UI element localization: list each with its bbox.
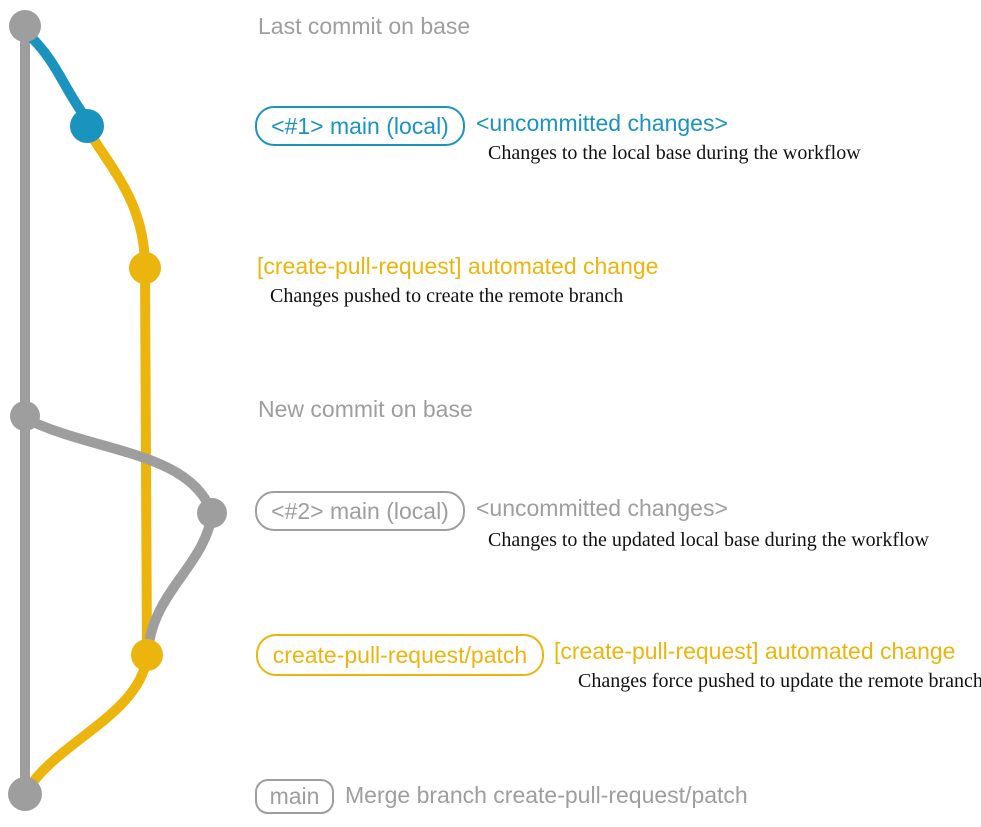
commit-message-uncommitted-changes-1: <uncommitted changes> — [476, 110, 728, 136]
commit-message-merge-branch: Merge branch create-pull-request/patch — [345, 782, 748, 808]
commit-node-last-commit-on-base — [9, 10, 41, 42]
commit-caption-force-pushed-update: Changes force pushed to update the remot… — [578, 670, 981, 692]
branch-curve-updated-local-main — [20, 413, 217, 518]
commit-caption-local-base-changes: Changes to the local base during the wor… — [488, 142, 861, 164]
commit-message-uncommitted-changes-2: <uncommitted changes> — [476, 495, 728, 521]
commit-node-automated-change-2 — [131, 639, 163, 671]
branch-tag-label: <#1> main (local) — [271, 112, 449, 139]
branch-tag-main-local-1: <#1> main (local) — [255, 106, 465, 146]
branch-tag-create-pull-request-patch: create-pull-request/patch — [256, 634, 544, 676]
branch-tag-main-local-2: <#2> main (local) — [255, 491, 465, 531]
branch-tag-label: main — [269, 783, 320, 809]
commit-message-last-commit-on-base: Last commit on base — [258, 13, 471, 39]
commit-caption-pushed-to-create-branch: Changes pushed to create the remote bran… — [270, 285, 624, 307]
commit-caption-updated-local-base-changes: Changes to the updated local base during… — [488, 529, 929, 551]
branch-curve-merge-to-base — [22, 653, 152, 795]
branch-curve-create-pull-request-start — [84, 127, 150, 273]
branch-curve-rebase-into-patch — [143, 508, 217, 657]
commit-node-main-local-1 — [70, 109, 104, 143]
commit-message-automated-change-2: [create-pull-request] automated change — [554, 638, 956, 664]
branch-tag-label: <#2> main (local) — [271, 497, 449, 524]
commit-message-new-commit-on-base: New commit on base — [258, 396, 473, 422]
commit-node-automated-change-1 — [129, 252, 161, 284]
commit-node-merge — [8, 777, 42, 811]
branch-tag-main: main — [255, 779, 334, 814]
commit-node-main-local-2 — [197, 498, 227, 528]
commit-message-automated-change-1: [create-pull-request] automated change — [257, 253, 659, 279]
commit-node-new-commit-on-base — [10, 401, 40, 431]
branch-tag-label: create-pull-request/patch — [272, 641, 528, 668]
branch-curve-local-main — [21, 27, 91, 123]
